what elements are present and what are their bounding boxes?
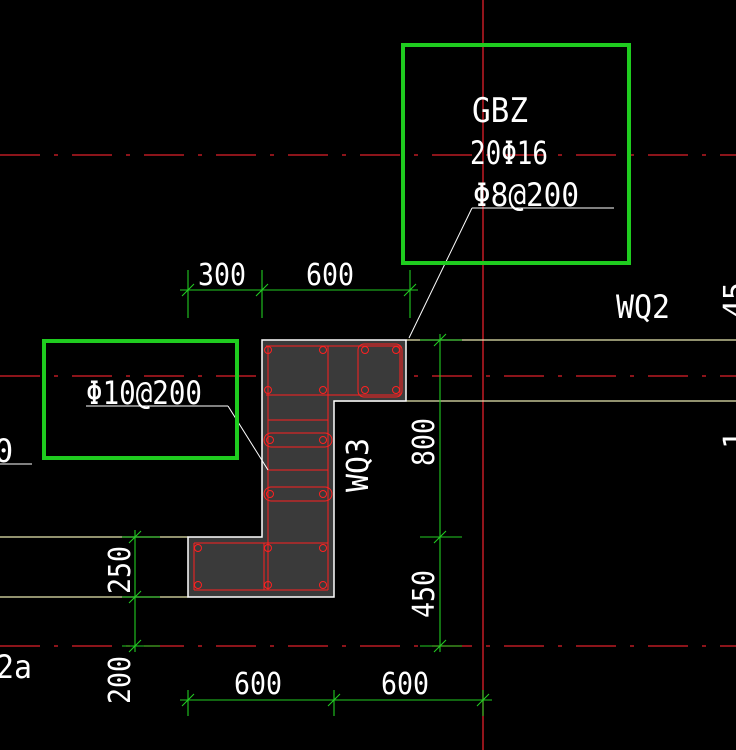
rebar-tie bbox=[263, 486, 333, 502]
wall-label-wq2: WQ2 bbox=[616, 288, 670, 326]
stirrup-leader-line bbox=[227, 405, 269, 471]
dim-tick bbox=[327, 693, 341, 707]
wall-section bbox=[187, 339, 407, 598]
dim-tick bbox=[181, 283, 195, 297]
dim-tick bbox=[433, 333, 447, 347]
rebar-group bbox=[193, 343, 403, 591]
gbz-stirrup: Φ8@200 bbox=[473, 176, 579, 214]
dim-label-left-lower: 200 bbox=[103, 656, 138, 704]
dim-label-right-lower: 450 bbox=[407, 570, 442, 618]
wall-label-wq3: WQ3 bbox=[341, 438, 376, 492]
dim-label-top-left: 300 bbox=[198, 258, 246, 293]
dim-tick bbox=[128, 530, 142, 544]
dimension-lines bbox=[122, 270, 492, 716]
rebar-dots bbox=[194, 346, 400, 589]
right-edge-text-mid: 1 bbox=[718, 431, 736, 449]
wall-section-outline bbox=[187, 339, 407, 598]
left-edge-text-top: 0 bbox=[0, 432, 13, 470]
left-edge-text-bottom: 2a bbox=[0, 648, 32, 686]
dimension-labels: 300 600 600 600 800 450 250 200 bbox=[103, 258, 442, 704]
dim-tick bbox=[128, 639, 142, 653]
dim-label-right-upper: 800 bbox=[407, 418, 442, 466]
gbz-main-rebar: 20Φ16 bbox=[470, 134, 548, 172]
leader-lines bbox=[86, 207, 614, 471]
dim-label-bottom-right: 600 bbox=[381, 667, 429, 702]
gbz-name: GBZ bbox=[472, 91, 528, 131]
dim-label-left-upper: 250 bbox=[103, 546, 138, 594]
stirrup-tag-box bbox=[42, 339, 239, 460]
gbz-tag-text: GBZ 20Φ16 Φ8@200 bbox=[470, 91, 579, 214]
stirrup-tag-spec: Φ10@200 bbox=[86, 374, 202, 412]
dim-label-top-right: 600 bbox=[306, 258, 354, 293]
right-edge-text-top: 45 bbox=[718, 282, 736, 318]
dim-tick bbox=[433, 530, 447, 544]
dim-tick bbox=[255, 283, 269, 297]
gbz-leader-line bbox=[408, 207, 473, 339]
dim-tick bbox=[128, 590, 142, 604]
dim-tick bbox=[476, 693, 490, 707]
dim-label-bottom-left: 600 bbox=[234, 667, 282, 702]
dim-tick bbox=[433, 639, 447, 653]
dim-tick bbox=[181, 693, 195, 707]
rebar-tie bbox=[357, 343, 403, 398]
rebar-tie bbox=[263, 432, 333, 448]
gbz-tag-box bbox=[401, 43, 631, 265]
dim-tick bbox=[403, 283, 417, 297]
